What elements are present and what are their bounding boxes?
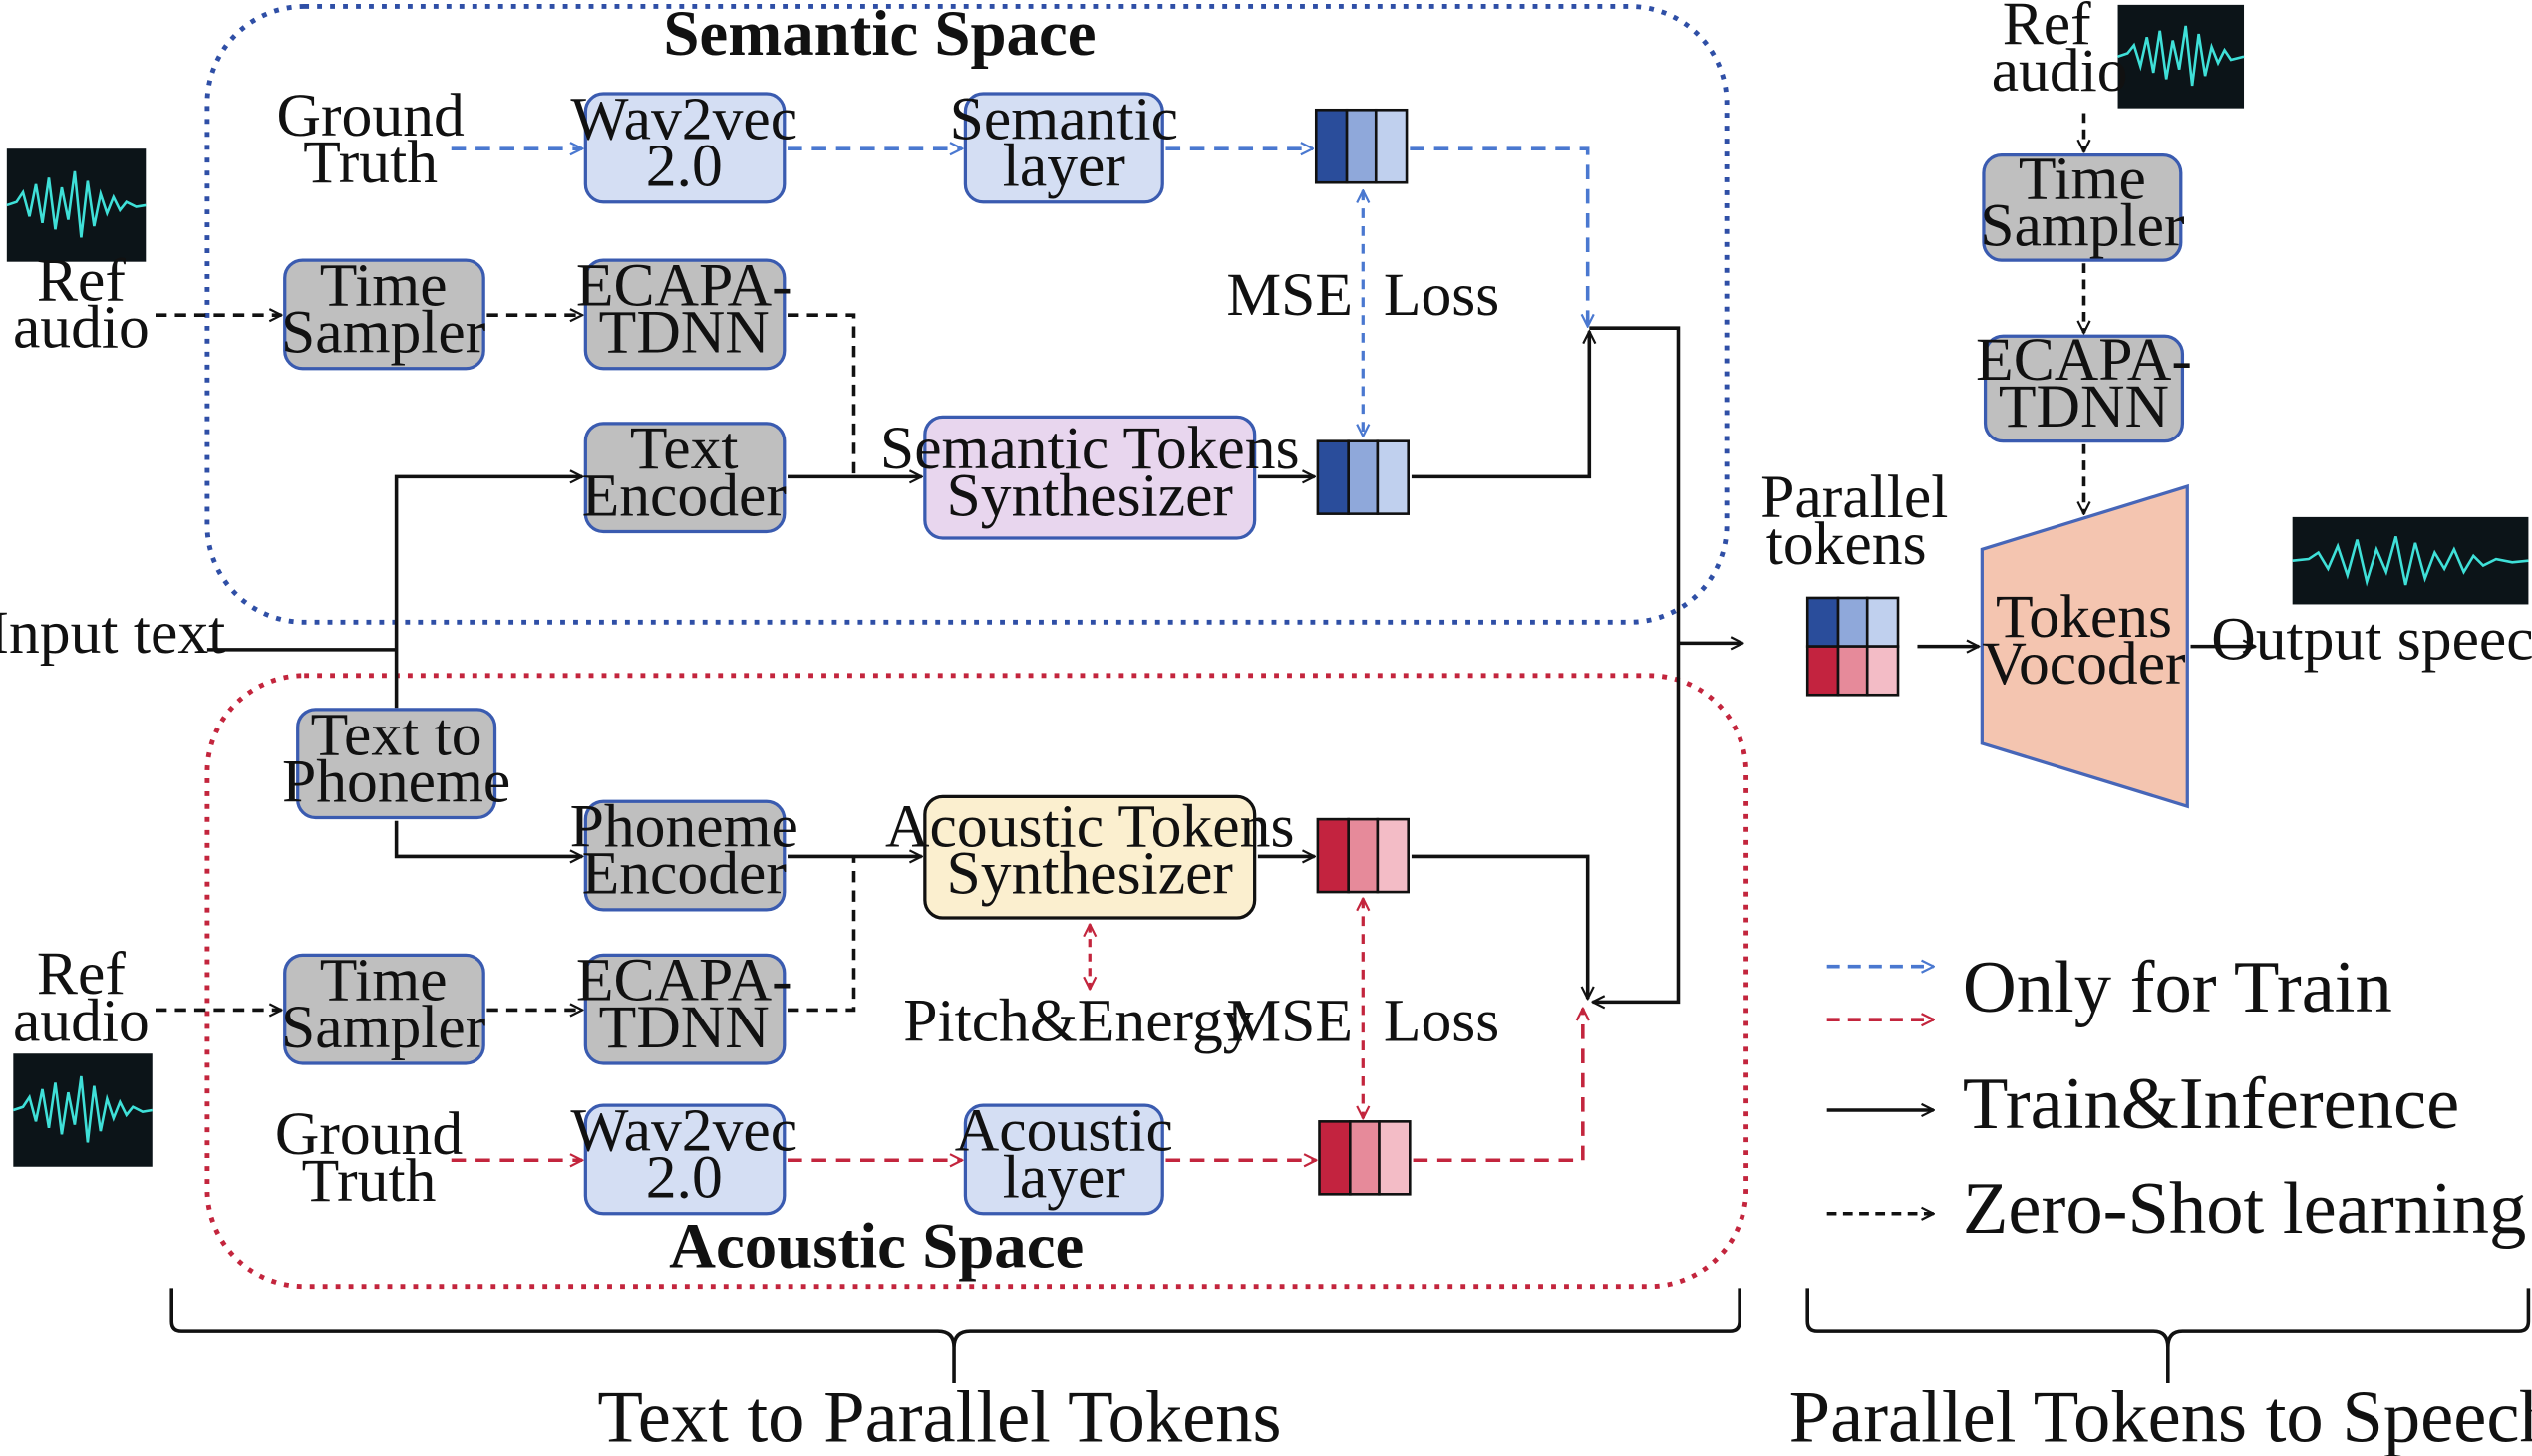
vocoder-ecapa-box: ECAPA- TDNN (1976, 326, 2192, 443)
semantic-wav2vec-box: Wav2vec 2.0 (570, 85, 797, 204)
vocoder-ecapa-line1: ECAPA- (1976, 326, 2192, 394)
vocoder-time-sampler-line1: Time (2019, 145, 2146, 212)
semantic-layer-line2: layer (1003, 132, 1125, 199)
semantic-layer-line1: Semantic (950, 85, 1178, 152)
ref-audio-bottom-line1: Ref (37, 940, 126, 1008)
vocoder-arrows (1917, 113, 2255, 647)
semantic-tokens-synthesizer-box: Semantic Tokens Synthesizer (880, 415, 1300, 540)
waveform-ref-audio-bottom (12, 1053, 153, 1167)
ref-audio-bottom-line2: audio (13, 987, 150, 1054)
text-encoder-line2: Encoder (582, 461, 787, 529)
text-to-phoneme-line2: Phoneme (282, 747, 510, 815)
semantic-synth-line2: Synthesizer (947, 461, 1233, 529)
acoustic-time-sampler-line2: Sampler (281, 994, 485, 1061)
ref-audio-top-line1: Ref (37, 247, 126, 315)
acoustic-token-block-pred (1316, 817, 1410, 894)
semantic-wav2vec-line2: 2.0 (646, 132, 723, 199)
parallel-tokens-line1: Parallel (1760, 463, 1948, 531)
input-text-arrows (206, 476, 582, 709)
acoustic-time-sampler-line1: Time (320, 947, 448, 1015)
semantic-time-sampler-line2: Sampler (281, 298, 485, 366)
legend-train-inference: Train&Inference (1963, 1063, 2459, 1145)
semantic-ground-truth-line2: Truth (303, 129, 438, 196)
acoustic-ecapa-box: ECAPA- TDNN (576, 947, 792, 1065)
legend: Only for Train Train&Inference Zero-Shot… (1826, 947, 2526, 1250)
semantic-synth-line1: Semantic Tokens (880, 415, 1300, 482)
acoustic-layer-line1: Acoustic (955, 1097, 1173, 1165)
parallel-tokens-to-speech-label: Parallel Tokens to Speech (1789, 1376, 2532, 1456)
ref-audio-top-line2: audio (13, 294, 150, 362)
legend-zero-shot: Zero-Shot learning (1963, 1168, 2526, 1250)
vocoder-line2: Vocoder (1982, 630, 2185, 698)
acoustic-layer-box: Acoustic layer (955, 1097, 1173, 1216)
acoustic-ground-truth-line2: Truth (302, 1147, 437, 1215)
phoneme-encoder-line1: Phoneme (570, 793, 798, 861)
phoneme-encoder-line2: Encoder (582, 840, 787, 908)
semantic-wav2vec-line1: Wav2vec (570, 85, 797, 152)
acoustic-wav2vec-line2: 2.0 (646, 1144, 723, 1212)
output-speech-label: Output speech (2211, 606, 2532, 674)
text-to-parallel-tokens-label: Text to Parallel Tokens (597, 1376, 1281, 1456)
vocoder-line1: Tokens (1996, 583, 2172, 651)
waveform-output-speech (2292, 516, 2529, 605)
semantic-space-region (204, 4, 1730, 625)
acoustic-wav2vec-line1: Wav2vec (570, 1097, 797, 1165)
waveform-ref-audio-top (6, 148, 147, 262)
tokens-vocoder-shape: Tokens Vocoder (1980, 483, 2189, 809)
right-brace (1805, 1288, 2531, 1384)
vocoder-time-sampler-box: Time Sampler (1980, 145, 2185, 262)
semantic-arrows (156, 148, 1742, 1002)
acoustic-layer-line2: layer (1003, 1144, 1125, 1212)
vocoder-ref-audio-line2: audio (1992, 37, 2128, 105)
acoustic-space-region (204, 673, 1749, 1290)
legend-only-train: Only for Train (1963, 947, 2392, 1028)
semantic-ecapa-line1: ECAPA- (576, 251, 792, 319)
parallel-tokens-line2: tokens (1766, 510, 1927, 578)
acoustic-space-title: Acoustic Space (669, 1210, 1084, 1282)
acoustic-tokens-synthesizer-box: Acoustic Tokens Synthesizer (885, 793, 1294, 920)
acoustic-synth-line1: Acoustic Tokens (885, 793, 1294, 861)
semantic-space-title: Semantic Space (663, 0, 1096, 70)
phoneme-encoder-box: Phoneme Encoder (570, 793, 798, 912)
acoustic-synth-line2: Synthesizer (947, 840, 1233, 908)
semantic-ecapa-box: ECAPA- TDNN (576, 251, 792, 371)
acoustic-ground-truth-line1: Ground (275, 1100, 463, 1168)
semantic-token-block-gt (1314, 108, 1409, 184)
text-encoder-box: Text Encoder (582, 415, 787, 534)
text-to-phoneme-line1: Text to (311, 701, 482, 768)
input-text-label: Input text (0, 599, 225, 667)
text-to-phoneme-box: Text to Phoneme (282, 701, 510, 820)
acoustic-ecapa-line2: TDNN (599, 994, 770, 1061)
vocoder-ecapa-line2: TDNN (1999, 373, 2169, 440)
acoustic-token-block-gt (1318, 1120, 1412, 1196)
semantic-time-sampler-line1: Time (320, 251, 448, 319)
vocoder-ref-audio-line1: Ref (2003, 0, 2091, 58)
left-brace (169, 1288, 1741, 1384)
acoustic-time-sampler-box: Time Sampler (281, 947, 485, 1065)
acoustic-wav2vec-box: Wav2vec 2.0 (570, 1097, 797, 1216)
parallel-token-grid (1805, 596, 1900, 697)
acoustic-ecapa-line1: ECAPA- (576, 947, 792, 1015)
semantic-ground-truth-line1: Ground (277, 82, 465, 149)
semantic-layer-box: Semantic layer (950, 85, 1178, 204)
semantic-time-sampler-box: Time Sampler (281, 251, 485, 371)
pitch-energy-label: Pitch&Energy (903, 987, 1254, 1054)
vocoder-time-sampler-line2: Sampler (1980, 191, 2184, 259)
waveform-ref-audio-vocoder (2117, 4, 2245, 109)
semantic-ecapa-line2: TDNN (599, 298, 770, 366)
semantic-token-block-pred (1316, 439, 1410, 515)
text-encoder-line1: Text (630, 415, 739, 482)
